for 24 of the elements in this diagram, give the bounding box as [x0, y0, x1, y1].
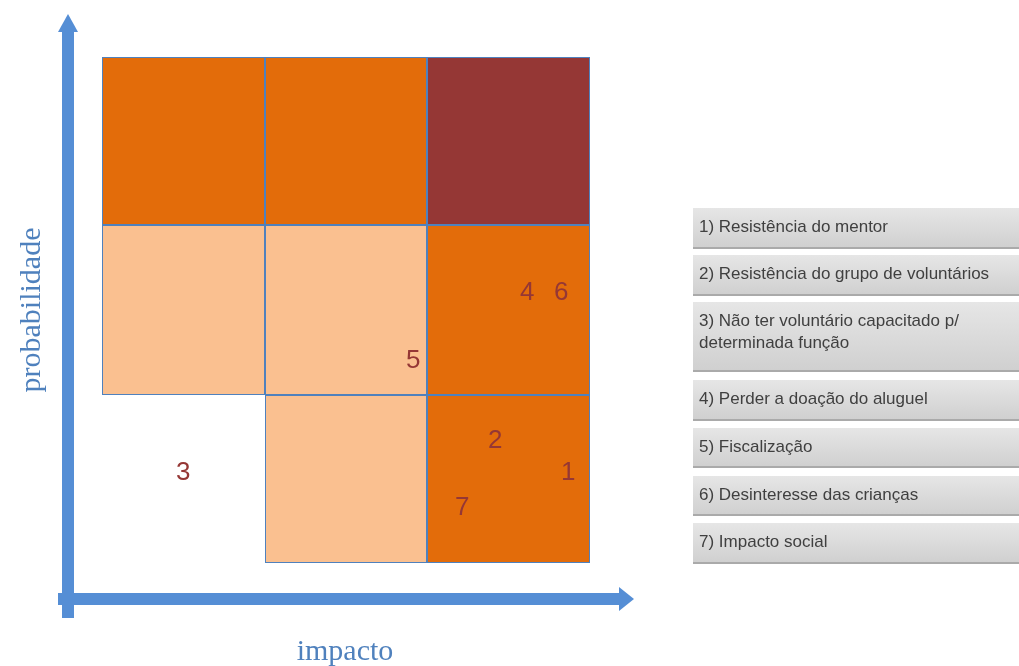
risk-number: 4	[520, 278, 535, 304]
risk-number: 5	[406, 346, 421, 372]
matrix-cell	[102, 57, 265, 225]
matrix-cell	[102, 225, 265, 395]
risk-list-item: 4) Perder a doação do aluguel	[693, 380, 1019, 421]
matrix-cell	[265, 395, 427, 563]
risk-list-item: 5) Fiscalização	[693, 428, 1019, 468]
risk-list-item: 6) Desinteresse das crianças	[693, 476, 1019, 516]
matrix-cell	[265, 225, 427, 395]
risk-number: 3	[176, 458, 191, 484]
risk-number: 6	[554, 278, 569, 304]
risk-list-item: 1) Resistência do mentor	[693, 208, 1019, 249]
axis-title: probabilidade	[15, 227, 45, 393]
axis-title: impacto	[296, 635, 394, 665]
risk-list-item: 2) Resistência do grupo de voluntários	[693, 255, 1019, 296]
matrix-cell	[427, 225, 590, 395]
risk-number: 1	[561, 458, 576, 484]
risk-list-item: 3) Não ter voluntário capacitado p/ determinada função	[693, 302, 1019, 372]
matrix-cell	[427, 395, 590, 563]
matrix-cell	[265, 57, 427, 225]
risk-list-item: 7) Impacto social	[693, 523, 1019, 564]
risk-number: 2	[488, 426, 503, 452]
risk-number: 7	[455, 493, 470, 519]
matrix-cell	[427, 57, 590, 225]
